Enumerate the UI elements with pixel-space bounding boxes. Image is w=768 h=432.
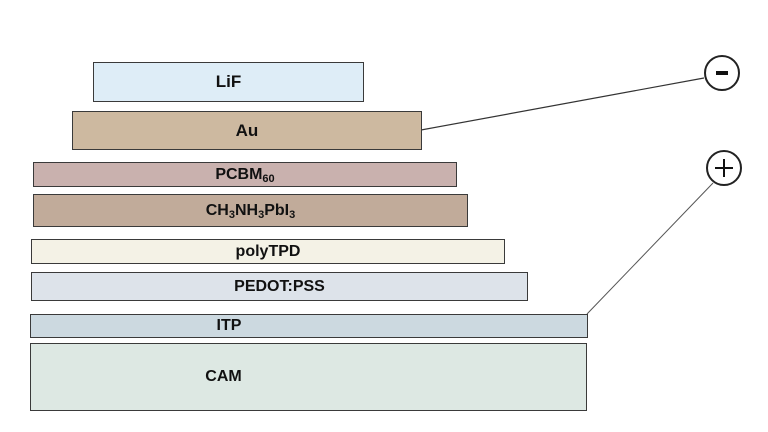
layer-lif: LiF <box>93 62 364 102</box>
layer-label: polyTPD <box>235 242 301 260</box>
positive-wire <box>586 182 714 315</box>
layer-label: CAM <box>205 368 242 385</box>
layer-label: Au <box>235 120 259 140</box>
layer-label: CH3NH3PbI3 <box>205 201 296 221</box>
layer-label: PCBM60 <box>215 165 275 185</box>
layer-label: PEDOT:PSS <box>234 277 325 295</box>
layer-perovskite: CH3NH3PbI3 <box>33 194 468 227</box>
layer-label: LiF <box>215 72 242 91</box>
layer-label: ITP <box>216 317 242 334</box>
layer-pedot-pss: PEDOT:PSS <box>31 272 528 301</box>
layer-itp: ITP <box>30 314 588 338</box>
layer-pcbm: PCBM60 <box>33 162 457 187</box>
layer-au: Au <box>72 111 422 150</box>
plus-icon <box>706 150 742 186</box>
layer-cam: CAM <box>30 343 587 411</box>
layer-polytpd: polyTPD <box>31 239 505 264</box>
negative-wire <box>420 77 705 131</box>
minus-icon <box>704 55 740 91</box>
